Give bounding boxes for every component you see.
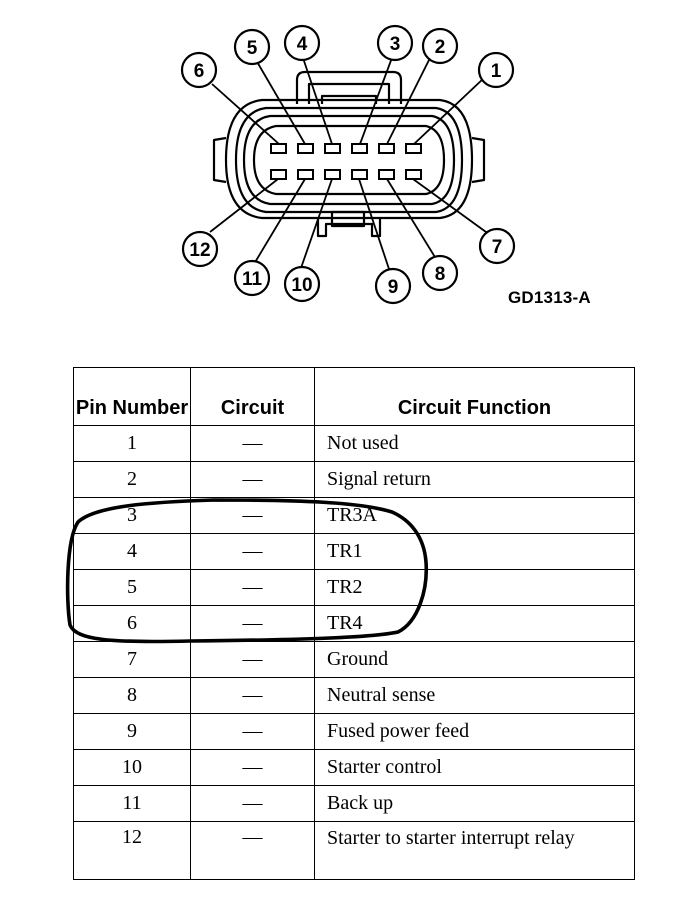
table-row: 2—Signal return	[73, 461, 635, 499]
pin-callout-label: 3	[390, 34, 401, 55]
pin-cavity	[378, 143, 395, 154]
figure-id: GD1313-A	[508, 288, 591, 307]
function-cell: Back up	[314, 785, 635, 823]
pin-cell: 8	[73, 677, 191, 715]
pin-callout-10	[283, 265, 321, 303]
function-cell: Fused power feed	[314, 713, 635, 751]
table-header-row: Pin Number Circuit Circuit Function	[73, 367, 635, 426]
pin-cavity	[405, 169, 422, 180]
pin-callout-2	[421, 27, 459, 65]
function-cell: TR3A	[314, 497, 635, 535]
pin-cell: 9	[73, 713, 191, 751]
circuit-cell: —	[190, 749, 315, 787]
pin-callout-7	[478, 227, 516, 265]
function-cell: Starter control	[314, 749, 635, 787]
circuit-cell: —	[190, 461, 315, 499]
pin-callout-5	[233, 28, 271, 66]
table-row: 6—TR4	[73, 605, 635, 643]
pin-cavity	[324, 143, 341, 154]
circuit-cell: —	[190, 785, 315, 823]
pin-callout-label: 9	[388, 277, 399, 298]
pin-cavity	[297, 143, 314, 154]
circuit-cell: —	[190, 677, 315, 715]
header-circuit-function: Circuit Function	[314, 367, 635, 426]
function-cell: Neutral sense	[314, 677, 635, 715]
table-row: 8—Neutral sense	[73, 677, 635, 715]
pin-cell: 12	[73, 821, 191, 880]
header-circuit: Circuit	[190, 367, 315, 426]
circuit-cell: —	[190, 605, 315, 643]
circuit-cell: —	[190, 569, 315, 607]
pin-cell: 10	[73, 749, 191, 787]
pin-cavity	[351, 143, 368, 154]
circuit-cell: —	[190, 641, 315, 679]
pin-cavity	[351, 169, 368, 180]
circuit-cell: —	[190, 821, 315, 880]
table-row: 10—Starter control	[73, 749, 635, 787]
connector-diagram: 1 2 3 4 5 6 7 8 9 10 11 12	[180, 24, 516, 305]
connector-housing	[224, 98, 474, 220]
pin-cavity	[270, 143, 287, 154]
connector-latch	[295, 70, 403, 104]
circuit-cell: —	[190, 497, 315, 535]
table-row: 11—Back up	[73, 785, 635, 823]
pin-callout-label: 1	[491, 61, 502, 82]
pin-cell: 1	[73, 424, 191, 463]
pin-callout-11	[233, 259, 271, 297]
table-row: 7—Ground	[73, 641, 635, 679]
pin-cell: 4	[73, 533, 191, 571]
pin-cavity	[297, 169, 314, 180]
pin-callout-label: 12	[189, 240, 210, 261]
pin-cell: 2	[73, 461, 191, 499]
pin-callout-1	[477, 51, 515, 89]
pin-callout-3	[376, 24, 414, 62]
function-cell: TR1	[314, 533, 635, 571]
function-cell: TR4	[314, 605, 635, 643]
pin-callout-label: 6	[194, 61, 205, 82]
table-row: 5—TR2	[73, 569, 635, 607]
header-pin-number: Pin Number	[73, 367, 191, 426]
pin-callout-label: 11	[242, 269, 263, 290]
circuit-cell: —	[190, 424, 315, 463]
pin-cell: 11	[73, 785, 191, 823]
pin-callout-6	[180, 51, 218, 89]
pin-callout-label: 8	[435, 264, 446, 285]
pin-callout-12	[181, 230, 219, 268]
pin-callout-label: 5	[247, 38, 258, 59]
circuit-cell: —	[190, 713, 315, 751]
pin-callout-8	[421, 254, 459, 292]
table-row: 9—Fused power feed	[73, 713, 635, 751]
pin-cell: 7	[73, 641, 191, 679]
pin-callout-9	[374, 267, 412, 305]
circuit-cell: —	[190, 533, 315, 571]
pin-cavity	[324, 169, 341, 180]
table-row: 12—Starter to starter interrupt relay	[73, 821, 635, 880]
pin-cavity	[405, 143, 422, 154]
table-row: 4—TR1	[73, 533, 635, 571]
table-row: 3—TR3A	[73, 497, 635, 535]
function-cell: Signal return	[314, 461, 635, 499]
pin-cell: 5	[73, 569, 191, 607]
table-row: 1—Not used	[73, 424, 635, 463]
pin-cell: 3	[73, 497, 191, 535]
connector-face	[252, 124, 446, 196]
function-cell: Starter to starter interrupt relay	[314, 821, 635, 880]
pin-table: Pin Number Circuit Circuit Function 1—No…	[73, 367, 635, 880]
function-cell: Ground	[314, 641, 635, 679]
pin-cell: 6	[73, 605, 191, 643]
pin-callout-label: 4	[297, 34, 308, 55]
function-cell: Not used	[314, 424, 635, 463]
function-cell: TR2	[314, 569, 635, 607]
pin-cavity	[270, 169, 287, 180]
pin-callout-label: 7	[492, 237, 503, 258]
pin-callout-label: 2	[435, 37, 446, 58]
pin-cavity	[378, 169, 395, 180]
pin-callout-4	[283, 24, 321, 62]
pin-callout-label: 10	[291, 275, 312, 296]
